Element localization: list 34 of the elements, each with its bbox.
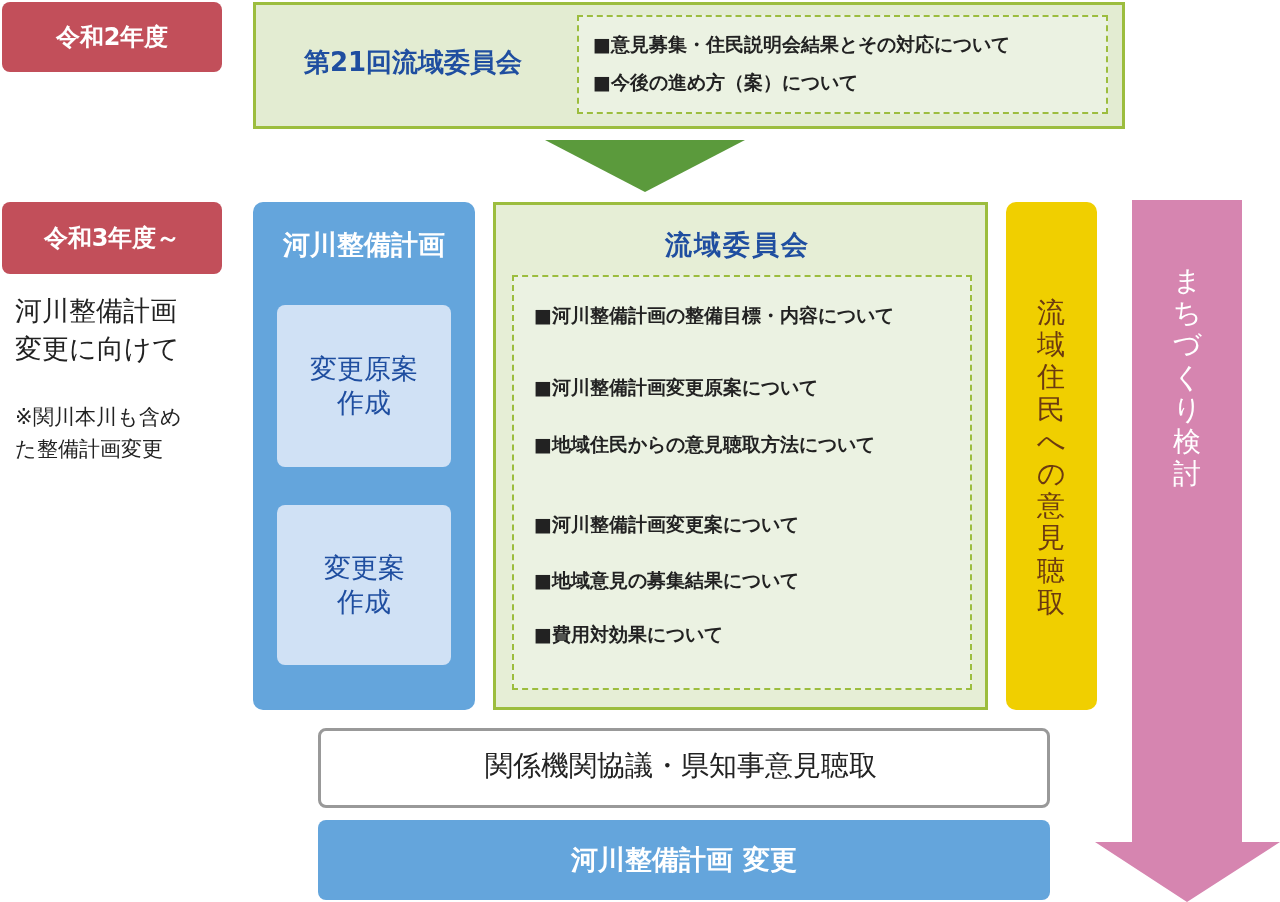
result-bar	[318, 820, 1050, 900]
meeting-title: 第21回流域委員会	[302, 46, 524, 80]
arrow-label: まちづくり検討	[1172, 265, 1203, 493]
hearing-bar	[1006, 202, 1097, 710]
committee-box	[493, 202, 988, 710]
column-title: 河川整備計画	[282, 228, 446, 262]
plan-column	[253, 202, 475, 710]
agenda-box	[512, 275, 972, 690]
consultation-label: 関係機関協議・県知事意見聴取	[484, 747, 878, 784]
heading-note: 河川整備計画変更に向けて	[15, 294, 181, 366]
arrow	[545, 140, 745, 192]
footnote: ※関川本川も含めた整備計画変更	[15, 404, 183, 463]
agenda-item: ■今後の進め方（案）について	[593, 71, 859, 95]
agenda-item: ■河川整備計画の整備目標・内容について	[534, 304, 895, 328]
agenda-item: ■費用対効果について	[534, 623, 724, 647]
agenda-box	[577, 15, 1108, 114]
year-label: 令和2年度	[54, 22, 170, 53]
year-badge	[2, 2, 222, 72]
year-badge	[2, 202, 222, 274]
meeting-box	[253, 2, 1125, 129]
agenda-item: ■意見募集・住民説明会結果とその対応について	[593, 33, 1011, 57]
year-label: 令和3年度～	[42, 223, 182, 254]
step-label: 変更原案作成	[309, 352, 419, 420]
hearing-label: 流域住民への意見聴取	[1036, 297, 1067, 621]
result-label: 河川整備計画 変更	[570, 843, 798, 878]
step-label: 変更案作成	[322, 551, 406, 619]
agenda-item: ■地域意見の募集結果について	[534, 569, 800, 593]
agenda-item: ■河川整備計画変更原案について	[534, 376, 819, 400]
consultation-box	[318, 728, 1050, 808]
step-box	[277, 505, 451, 665]
agenda-item: ■地域住民からの意見聴取方法について	[534, 433, 876, 457]
step-box	[277, 305, 451, 467]
agenda-item: ■河川整備計画変更案について	[534, 513, 800, 537]
committee-title: 流域委員会	[664, 228, 811, 262]
